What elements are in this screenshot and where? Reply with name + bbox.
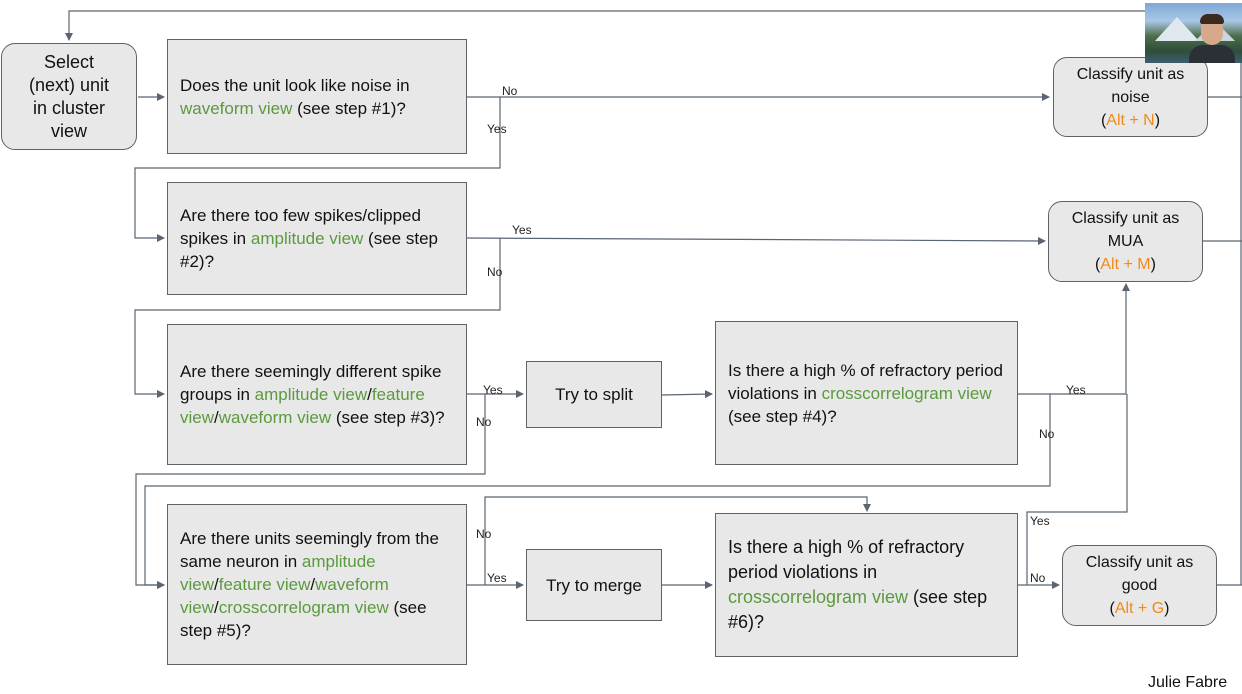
classify-mua-line2: MUA	[1107, 233, 1144, 250]
q4-no-connector	[144, 394, 1051, 589]
classify-noise-shortcut: (Alt + N)	[1100, 111, 1161, 129]
view-name-highlight: waveform view	[180, 575, 389, 617]
view-name-highlight: crosscorrelogram view	[728, 587, 909, 607]
edge-label-q5-no: No	[476, 527, 492, 541]
start-line-1: Select	[43, 51, 94, 72]
question-text-fragment: (see step #2)?	[180, 229, 438, 271]
question-noise-text: Does the unit look like noise in wavefor…	[180, 74, 454, 120]
question-spike-groups-box: Are there seemingly different spike grou…	[167, 324, 467, 465]
question-text-fragment: Are there units seemingly from the same …	[180, 529, 439, 571]
edge-label-q2-no: No	[487, 265, 503, 279]
question-text-fragment: Is there a high % of refractory period v…	[728, 537, 965, 582]
question-noise-box: Does the unit look like noise in wavefor…	[167, 39, 467, 154]
split-to-q4-connector	[661, 390, 713, 399]
question-text-fragment: (see step #1)?	[292, 98, 406, 118]
question-text-fragment: /	[214, 598, 219, 617]
question-text-fragment: (see step #5)?	[180, 598, 427, 640]
classify-noise-line2: noise	[1111, 88, 1150, 106]
q5-no-connector	[484, 496, 871, 585]
question-text-fragment: Are there too few spikes/clipped spikes …	[180, 206, 421, 248]
start-line-2: (next) unit	[28, 74, 110, 95]
question-same-neuron-box: Are there units seemingly from the same …	[167, 504, 467, 665]
edge-label-q1-no: No	[502, 84, 518, 98]
classify-good-line1: Classify unit as	[1085, 554, 1194, 571]
question-spike-groups-text: Are there seemingly different spike grou…	[180, 360, 454, 429]
return-bus-connector	[1203, 11, 1242, 586]
question-refractory-split-box: Is there a high % of refractory period v…	[715, 321, 1018, 465]
question-text-fragment: /	[214, 575, 219, 594]
edge-label-q4-yes: Yes	[1066, 383, 1086, 397]
q2-no-connector	[134, 238, 501, 398]
view-name-highlight: crosscorrelogram view	[821, 383, 992, 403]
question-text-fragment: (see step #4)?	[728, 406, 837, 426]
question-refractory-merge-text: Is there a high % of refractory period v…	[728, 535, 1005, 635]
question-few-spikes-box: Are there too few spikes/clipped spikes …	[167, 182, 467, 295]
edge-label-q1-yes: Yes	[487, 122, 507, 136]
question-few-spikes-text: Are there too few spikes/clipped spikes …	[180, 204, 454, 273]
view-name-highlight: waveform view	[218, 408, 332, 427]
view-name-highlight: amplitude view	[250, 229, 364, 248]
q1-yes-connector	[134, 97, 501, 242]
question-text-fragment: Are there seemingly different spike grou…	[180, 362, 442, 404]
question-text-fragment: /	[367, 385, 372, 404]
author-credit: Julie Fabre	[1148, 674, 1228, 691]
question-text-fragment: Is there a high % of refractory period v…	[728, 360, 1003, 403]
try-split-label: Try to split	[555, 385, 633, 404]
edge-label-q4-no: No	[1039, 427, 1055, 441]
classify-noise-line1: Classify unit as	[1076, 65, 1185, 83]
try-merge-box: Try to merge	[526, 549, 662, 621]
q6-yes-connector	[1018, 394, 1128, 586]
view-name-highlight: amplitude view	[254, 385, 368, 404]
question-text-fragment: (see step #3)?	[331, 408, 445, 427]
loop-top-connector	[65, 10, 1242, 41]
mua-shortcut-key: Alt + M	[1100, 256, 1151, 273]
view-name-highlight: waveform view	[180, 98, 293, 118]
classify-good-shortcut: (Alt + G)	[1109, 600, 1170, 617]
start-line-3: in cluster	[32, 97, 105, 118]
question-same-neuron-text: Are there units seemingly from the same …	[180, 527, 454, 642]
classify-good-line2: good	[1121, 577, 1158, 594]
edge-label-q6-no: No	[1030, 571, 1046, 585]
view-name-highlight: crosscorrelogram view	[218, 598, 389, 617]
q2-yes-connector	[466, 236, 1046, 245]
edge-label-q3-no: No	[476, 415, 492, 429]
start-line-4: view	[50, 120, 87, 141]
view-name-highlight: amplitude view	[180, 552, 376, 594]
presenter-webcam-thumbnail	[1145, 3, 1242, 63]
question-text-fragment: (see step #6)?	[728, 587, 988, 632]
classify-mua-shortcut: (Alt + M)	[1095, 256, 1156, 273]
edge-label-q2-yes: Yes	[512, 223, 532, 237]
question-refractory-merge-box: Is there a high % of refractory period v…	[715, 513, 1018, 657]
q4-yes-connector	[1018, 283, 1130, 395]
edge-label-q3-yes: Yes	[483, 383, 503, 397]
good-shortcut-key: Alt + G	[1114, 600, 1165, 617]
classify-mua-box: Classify unit as MUA (Alt + M)	[1048, 201, 1203, 282]
try-split-box: Try to split	[526, 361, 662, 428]
question-text-fragment: /	[214, 408, 219, 427]
try-merge-label: Try to merge	[546, 575, 642, 595]
question-refractory-split-text: Is there a high % of refractory period v…	[728, 359, 1005, 428]
classify-good-box: Classify unit as good (Alt + G)	[1062, 545, 1217, 626]
noise-shortcut-key: Alt + N	[1106, 111, 1155, 129]
question-text-fragment: Does the unit look like noise in	[180, 75, 410, 95]
edge-label-q5-yes: Yes	[487, 571, 507, 585]
start-select-unit-box: Select (next) unit in cluster view	[1, 43, 137, 150]
question-text-fragment: /	[310, 575, 316, 594]
classify-mua-line1: Classify unit as	[1071, 210, 1180, 227]
view-name-highlight: feature view	[218, 575, 311, 594]
edge-label-q6-yes: Yes	[1030, 514, 1050, 528]
classify-noise-box: Classify unit as noise (Alt + N)	[1053, 57, 1208, 137]
start-box-text: Select (next) unit in cluster view	[29, 51, 109, 143]
view-name-highlight: feature view	[180, 385, 425, 427]
